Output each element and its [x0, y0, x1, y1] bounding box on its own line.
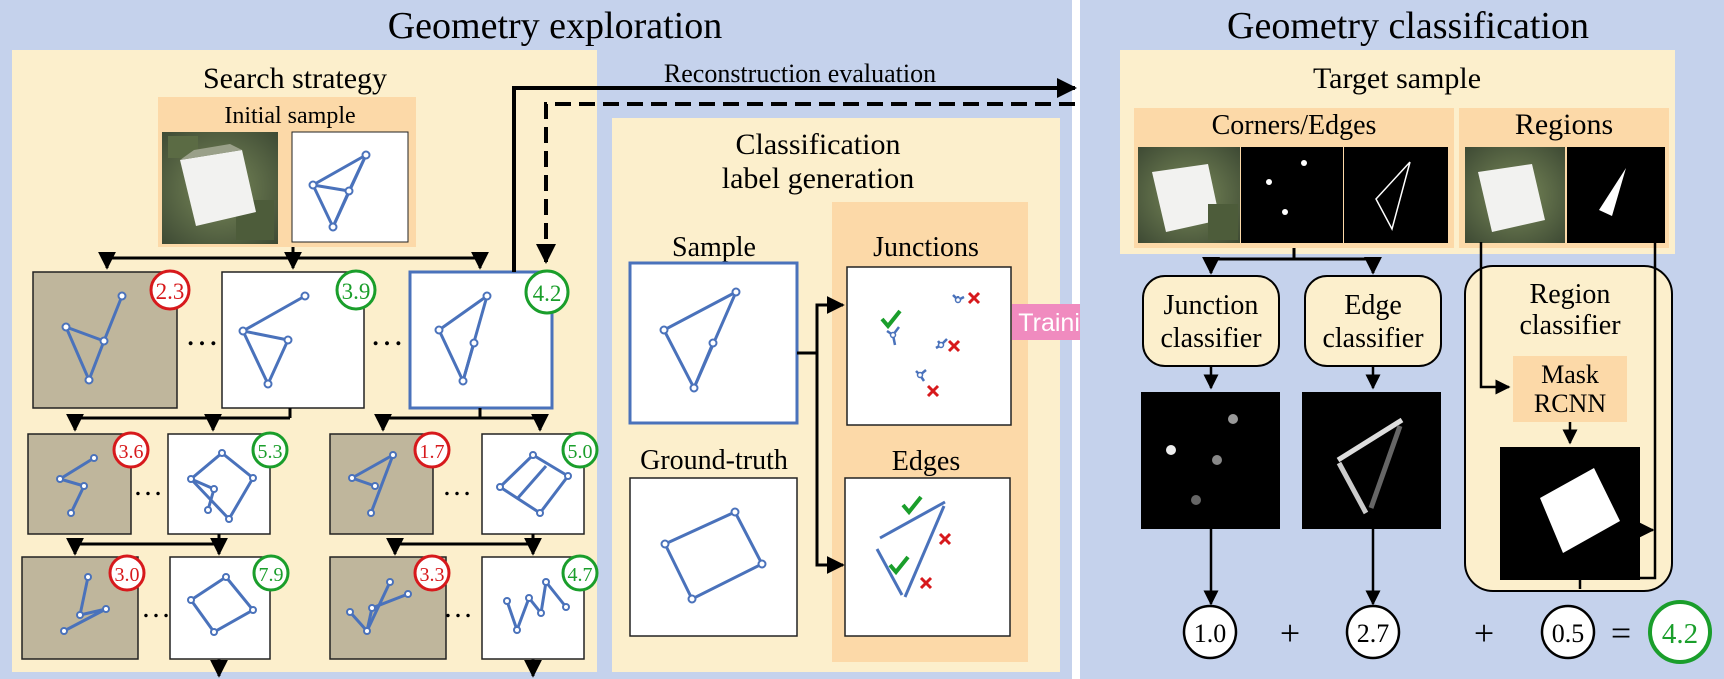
ellipsis-l3b: …: [443, 591, 473, 624]
score-r3b: 7.9: [259, 564, 284, 586]
check-mark-icon: [901, 495, 923, 516]
score-circle-r1c: [524, 269, 570, 315]
junction-output-mask: [1141, 392, 1280, 529]
result-total-circle: [1648, 600, 1712, 664]
edge-output-mask: [1302, 392, 1441, 529]
plus-sign-1: +: [1280, 613, 1300, 653]
tree-connectors-level1: [98, 247, 489, 270]
score-circle-r2c: [413, 431, 451, 469]
score-circle-r3b: [252, 554, 290, 592]
mask-rcnn-label-2: RCNN: [1534, 389, 1606, 418]
score-circle-r1b: [335, 269, 377, 311]
score-circle-r2d: [561, 431, 599, 469]
tree-connectors-level2: [66, 408, 549, 432]
check-mark-icon: [888, 555, 910, 576]
target-connectors: [1202, 248, 1382, 275]
score-r2a: 3.6: [119, 441, 144, 463]
score-circle-r1a: [149, 269, 191, 311]
region-classifier-label-1: Region: [1530, 279, 1611, 310]
score-circle-r2a: [112, 431, 150, 469]
ellipsis-l2b: …: [442, 469, 472, 502]
score-r1a: 2.3: [156, 279, 185, 304]
initial-satellite-image: [162, 132, 278, 244]
score-circle-r2b: [251, 431, 289, 469]
junctions-box: [846, 266, 1012, 426]
ellipsis-l2a: …: [133, 469, 163, 502]
plus-sign-2: +: [1474, 613, 1494, 653]
reconstruction-arrow-solid: [512, 78, 1077, 272]
result-edge-circle: [1345, 604, 1401, 660]
junction-classifier-label-2: classifier: [1160, 323, 1262, 354]
check-mark-icon: [880, 309, 902, 330]
edge-classifier-label-1: Edge: [1344, 290, 1402, 321]
junction-classifier-label-1: Junction: [1164, 290, 1259, 321]
result-region: 0.5: [1552, 619, 1585, 648]
search-strategy-title: Search strategy: [203, 62, 387, 95]
sample-label: Sample: [672, 232, 756, 263]
corners-edges-label: Corners/Edges: [1212, 110, 1377, 141]
regions-label: Regions: [1515, 108, 1613, 141]
score-r3c: 3.3: [420, 564, 445, 586]
score-r2c: 1.7: [420, 441, 445, 463]
cross-mark-icon: [926, 291, 981, 398]
score-r1b: 3.9: [342, 279, 371, 304]
result-total: 4.2: [1662, 618, 1698, 650]
corners-mask: [1241, 147, 1343, 243]
result-edge: 2.7: [1357, 619, 1390, 648]
junctions-label: Junctions: [873, 232, 979, 263]
score-r2d: 5.0: [568, 441, 593, 463]
score-r1c: 4.2: [533, 281, 562, 306]
equals-sign: =: [1611, 613, 1631, 653]
target-satellite-image: [1138, 147, 1240, 243]
edges-box: [844, 477, 1011, 637]
edge-segments: [875, 500, 946, 598]
score-circle-r3c: [413, 554, 451, 592]
ground-truth-box: [629, 477, 798, 637]
reconstruction-evaluation-label: Reconstruction evaluation: [664, 59, 936, 88]
label-generation-title-2: label generation: [722, 162, 914, 195]
target-sample-title: Target sample: [1313, 62, 1481, 95]
label-split-arrows: [797, 296, 845, 574]
tree-connectors-level3: [66, 534, 542, 678]
score-r2b: 5.3: [258, 441, 283, 463]
ellipsis-l1b: …: [370, 316, 404, 353]
regions-satellite-image: [1465, 147, 1565, 243]
ellipsis-l3a: …: [141, 591, 171, 624]
score-r3a: 3.0: [115, 564, 140, 586]
region-classifier-label-2: classifier: [1519, 310, 1621, 341]
mask-rcnn-label-1: Mask: [1541, 360, 1599, 389]
cross-mark-icon: [919, 532, 952, 590]
edges-label: Edges: [892, 446, 960, 477]
initial-sample-label: Initial sample: [224, 103, 355, 129]
result-region-circle: [1540, 604, 1596, 660]
ground-truth-label: Ground-truth: [640, 445, 788, 476]
exploration-title: Geometry exploration: [388, 5, 723, 47]
score-circle-r3a: [108, 554, 146, 592]
ellipsis-l1a: …: [185, 316, 219, 353]
classification-title: Geometry classification: [1227, 5, 1589, 47]
score-circle-r3d: [561, 554, 599, 592]
edges-mask: [1344, 147, 1448, 243]
reconstruction-arrow-dashed: [536, 102, 1075, 264]
label-generation-title-1: Classification: [736, 128, 901, 161]
result-junction-circle: [1182, 604, 1238, 660]
result-arrows: [1203, 366, 1381, 606]
edge-classifier-label-2: classifier: [1322, 323, 1424, 354]
score-r3d: 4.7: [568, 564, 593, 586]
mask-rcnn-box: [1513, 356, 1627, 422]
result-junction: 1.0: [1194, 619, 1227, 648]
